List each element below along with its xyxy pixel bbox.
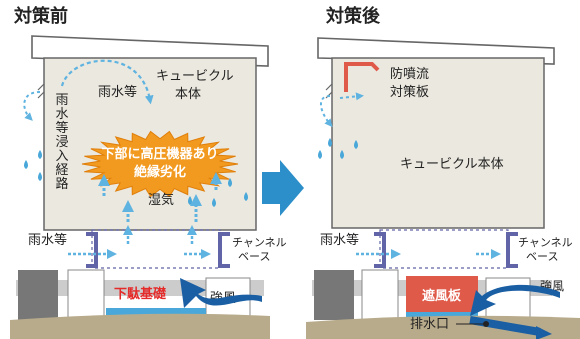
foundation-label: 下駄基礎 <box>114 286 167 302</box>
rain-lower-label: 雨水等 <box>320 232 359 248</box>
drain-arrow-head <box>536 326 552 339</box>
channel-base-left <box>86 232 98 268</box>
humidity-label: 湿気 <box>148 192 174 208</box>
shield-label: 遮風板 <box>422 288 462 304</box>
channel-base-right <box>506 232 518 268</box>
water-film <box>406 312 478 318</box>
baffle-label-1: 防噴流 <box>390 66 429 82</box>
cubicle-label: キュービクル本体 <box>400 157 504 172</box>
strong-wind-arrow <box>180 278 262 308</box>
baffle-label-2: 対策板 <box>390 84 429 100</box>
concrete-block <box>18 270 58 320</box>
wind-entry-arrows <box>68 225 211 259</box>
channel-base-left <box>374 232 386 268</box>
burst-text-1: 下部に高圧機器あり <box>101 146 218 162</box>
rain-path-arrow <box>60 59 154 105</box>
vent-louver <box>37 83 45 99</box>
entry-path-label-text: 雨水等浸入経路 <box>55 93 68 192</box>
strong-wind-arrow <box>470 284 560 316</box>
vent-louver <box>325 83 333 99</box>
channel-label-2: ベース <box>238 250 270 263</box>
water-pool <box>106 308 206 318</box>
channel-gap <box>91 229 221 269</box>
ground <box>306 315 580 339</box>
burst-text-2: 絶縁劣化 <box>133 164 186 180</box>
rain-lower-label: 雨水等 <box>28 232 67 248</box>
entry-path-label: 雨水等浸入経路 <box>55 93 68 192</box>
channel-base-right <box>218 232 230 268</box>
before-title: 対策前 <box>13 5 68 27</box>
after-title: 対策後 <box>325 5 381 27</box>
concrete-block <box>67 269 105 321</box>
concrete-block <box>361 269 399 321</box>
before-panel: 対策前 雨水等浸入経路 雨水等 キュービクル 本体 下部に高圧 <box>10 5 287 339</box>
channel-label-1: チャンネル <box>518 236 573 249</box>
cubicle-body <box>331 57 545 229</box>
cubicle-label-1: キュービクル <box>156 69 234 84</box>
concrete-block <box>314 270 354 320</box>
rain-path-arrow <box>23 91 41 121</box>
warning-burst <box>81 130 239 198</box>
drain-outflow <box>469 316 541 336</box>
water-drops <box>318 138 358 159</box>
transition-arrow <box>262 160 304 216</box>
cubicle-label-2: 本体 <box>175 87 201 102</box>
drain-label: 排水口 <box>410 317 449 332</box>
channel-gap <box>379 229 509 269</box>
anti-jet-baffle <box>344 62 380 92</box>
rain-label: 雨水等 <box>98 84 137 100</box>
channel-label-1: チャンネル <box>232 236 287 249</box>
after-panel: 対策後 防噴流 対策板 キュービクル本体 雨水等 チャンネル ベース <box>306 5 580 339</box>
wind-shield <box>406 276 478 312</box>
ground <box>10 313 270 339</box>
humidity-arrows <box>98 172 222 222</box>
concrete-block <box>485 277 531 319</box>
channel-label-2: ベース <box>526 250 558 263</box>
rain-path-arrow <box>320 95 333 128</box>
drain-point <box>483 321 489 327</box>
